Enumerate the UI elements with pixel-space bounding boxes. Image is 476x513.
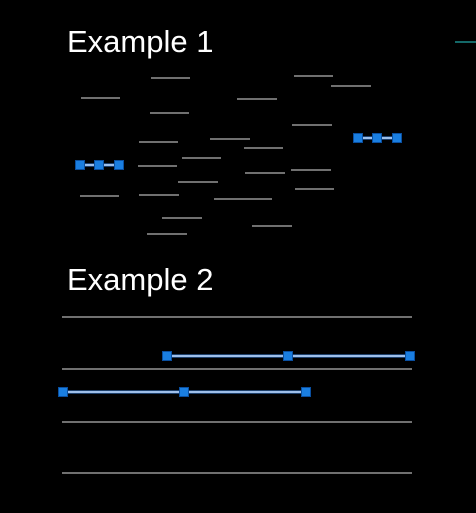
square-grip-icon[interactable]: [405, 351, 415, 361]
square-grip-icon[interactable]: [301, 387, 311, 397]
example-1-lines: [80, 75, 371, 235]
selected-line-right[interactable]: [353, 133, 402, 143]
square-grip-icon[interactable]: [353, 133, 363, 143]
example-2-lines: [62, 316, 412, 474]
selected-long-line-bottom[interactable]: [58, 387, 311, 397]
square-grip-icon[interactable]: [372, 133, 382, 143]
example-1-heading: Example 1: [67, 24, 214, 59]
square-grip-icon[interactable]: [162, 351, 172, 361]
example-2-heading: Example 2: [67, 262, 214, 297]
selected-line-left[interactable]: [75, 160, 124, 170]
square-grip-icon[interactable]: [58, 387, 68, 397]
square-grip-icon[interactable]: [75, 160, 85, 170]
square-grip-icon[interactable]: [392, 133, 402, 143]
square-grip-icon[interactable]: [114, 160, 124, 170]
square-grip-icon[interactable]: [283, 351, 293, 361]
selected-long-line-top[interactable]: [162, 351, 415, 361]
square-grip-icon[interactable]: [94, 160, 104, 170]
square-grip-icon[interactable]: [179, 387, 189, 397]
